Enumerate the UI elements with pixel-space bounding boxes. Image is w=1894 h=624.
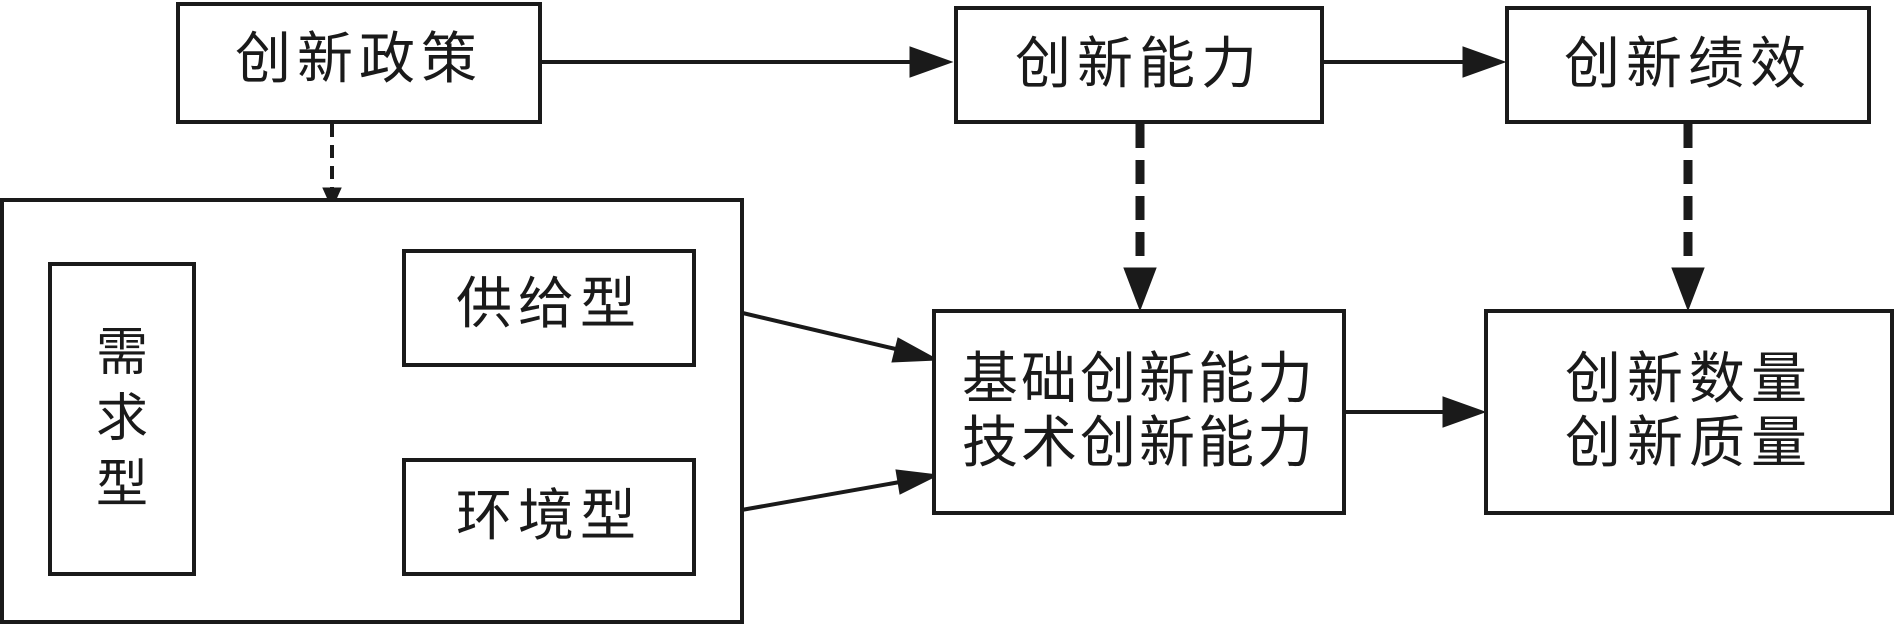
performance-detail-line-2: 创新质量 [1565, 411, 1813, 476]
node-supply-type-label: 供给型 [456, 272, 642, 337]
node-environment-type [402, 458, 696, 576]
node-demand-type-label: 需 求 型 [48, 262, 196, 576]
node-supply-type [402, 249, 696, 367]
capability-detail-line-2: 技术创新能力 [962, 411, 1316, 476]
capability-detail-line-1: 基础创新能力 [962, 347, 1316, 412]
edge-supply-to-capability-detail [729, 308, 901, 352]
node-innovation-performance-label: 创新绩效 [1564, 32, 1812, 97]
arrowhead [1462, 46, 1507, 78]
demand-type-char-2: 求 [95, 389, 148, 449]
arrowhead [909, 46, 954, 78]
arrowhead [1123, 267, 1157, 312]
arrowhead [1442, 396, 1487, 428]
node-capability-detail-label: 基础创新能力 技术创新能力 [932, 309, 1346, 515]
node-performance-detail-label: 创新数量 创新质量 [1484, 309, 1894, 515]
arrowhead [1671, 267, 1705, 312]
node-innovation-capability-label: 创新能力 [1015, 32, 1263, 97]
performance-detail-line-1: 创新数量 [1565, 347, 1813, 412]
edge-environment-to-capability-detail [729, 480, 901, 514]
node-environment-type-label: 环境型 [456, 484, 642, 549]
demand-type-char-3: 型 [95, 455, 148, 515]
node-capability-detail [932, 309, 1346, 515]
arrowhead [891, 337, 940, 363]
node-innovation-capability [954, 6, 1324, 124]
node-innovation-policy-label: 创新政策 [235, 27, 483, 92]
demand-type-char-1: 需 [95, 323, 148, 383]
node-demand-type [48, 262, 196, 576]
node-innovation-performance [1505, 6, 1871, 124]
node-performance-detail [1484, 309, 1894, 515]
node-innovation-policy [176, 2, 542, 124]
arrowhead [895, 469, 940, 495]
